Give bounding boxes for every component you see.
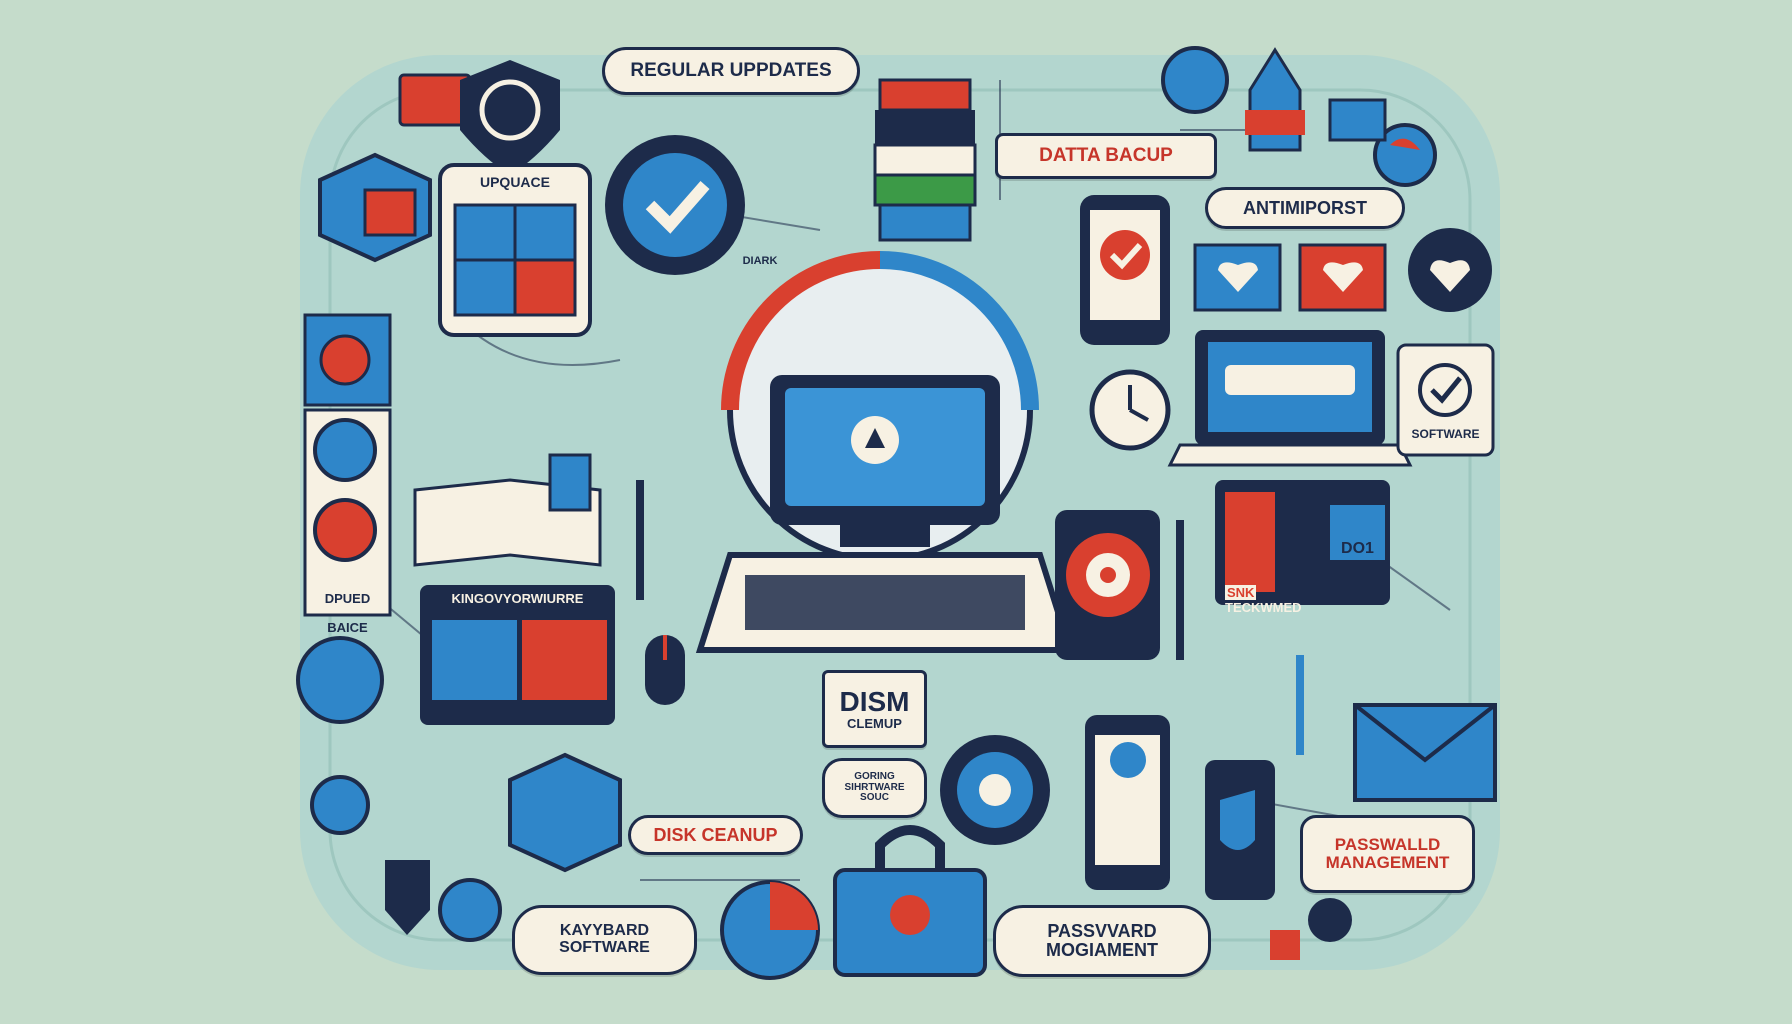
gear-check-icon (605, 135, 745, 275)
software-badge-label: SOFTWARE (1411, 427, 1480, 441)
regular-updates-label: REGULAR UPPDATES (630, 60, 832, 82)
smartphone-icon (1080, 195, 1170, 345)
dpued-baice-line1: DPUED (324, 591, 371, 607)
cube-icon (318, 152, 432, 263)
code-screen (1215, 480, 1390, 605)
center-computer (695, 251, 1075, 653)
pen-icon (636, 480, 1304, 755)
envelope-icon (1353, 703, 1497, 802)
padlock-icon (833, 825, 987, 977)
laptop-screen-text: SNK TECKWMED (1225, 572, 1385, 615)
data-backup-label: DATTA BACUP (1039, 145, 1173, 167)
antimiporst-pill: ANTIMIPORST (1205, 187, 1405, 229)
password-right-line1: PASSWALLD (1334, 835, 1441, 855)
laptop-screen-right: TECKWMED (1225, 599, 1302, 615)
left-bottom-icons (296, 636, 502, 942)
data-backup-pill: DATTA BACUP (995, 133, 1217, 179)
cube-icon (508, 752, 622, 873)
keyboard-line2: SOFTWARE (559, 939, 650, 956)
app-grid-panel (438, 163, 592, 337)
goring-line3: SOUC (860, 792, 889, 804)
target-icon (1055, 510, 1160, 660)
disk-label-top: DIARK (742, 255, 778, 267)
dpued-baice-line2: BAICE (327, 619, 368, 635)
disk-cleanup-line1: DISM (839, 686, 910, 718)
kingovy-label: KINGOVYORWIURRE (451, 591, 584, 606)
disk-chart-icon (720, 880, 820, 980)
disk-cleanup-pill-label: DISK CEANUP (653, 824, 778, 845)
gear-icon (940, 735, 1050, 845)
mouse-icon (645, 635, 685, 705)
password-bottom-line2: MOGIAMENT (1046, 940, 1158, 960)
folder-icon (398, 73, 472, 127)
upquace-label: UPQUACE (479, 174, 550, 190)
regular-updates-pill: REGULAR UPPDATES (602, 47, 860, 95)
smartphone-icon (1085, 715, 1275, 900)
laptop-screen-left: SNK (1225, 585, 1257, 601)
password-right-line2: MANAGEMENT (1325, 853, 1450, 872)
password-bottom-line1: PASSVVARD (1047, 921, 1157, 942)
laptop-screen-code: DO1 (1341, 540, 1374, 557)
goring-software-pill: GORING SIHRTWARE SOUC (822, 758, 927, 818)
disk-cleanup-line2: CLEMUP (847, 715, 902, 731)
alarm-clock-icon (1089, 369, 1171, 451)
monitor-icon (1328, 98, 1387, 142)
disk-cleanup-title: DISM CLEMUP (822, 670, 927, 748)
monitor-icon (420, 585, 615, 725)
target-icon (1270, 898, 1352, 960)
globe-icon (1161, 46, 1437, 187)
book-icon (413, 453, 602, 567)
keyboard-software-pill: KAYYBARD SOFTWARE (512, 905, 697, 975)
shield-badge-icon (460, 60, 560, 175)
database-stack-icon (873, 78, 977, 242)
disk-cleanup-pill: DISK CEANUP (628, 815, 803, 855)
password-management-right-pill: PASSWALLD MANAGEMENT (1300, 815, 1475, 893)
laptop-icon (1167, 330, 1413, 467)
goring-line1: GORING (854, 771, 895, 783)
left-badges (303, 313, 392, 617)
dpued-baice-label: DPUED BAICE (305, 578, 390, 649)
rocket-icon (1245, 47, 1305, 152)
heart-chat-icon (1193, 228, 1492, 312)
goring-line2: SIHRTWARE (844, 781, 905, 793)
antimiporst-label: ANTIMIPORST (1243, 197, 1367, 218)
password-management-bottom-pill: PASSVVARD MOGIAMENT (993, 905, 1211, 977)
software-check-badge (1396, 343, 1495, 457)
keyboard-line1: KAYYBARD (559, 922, 650, 940)
